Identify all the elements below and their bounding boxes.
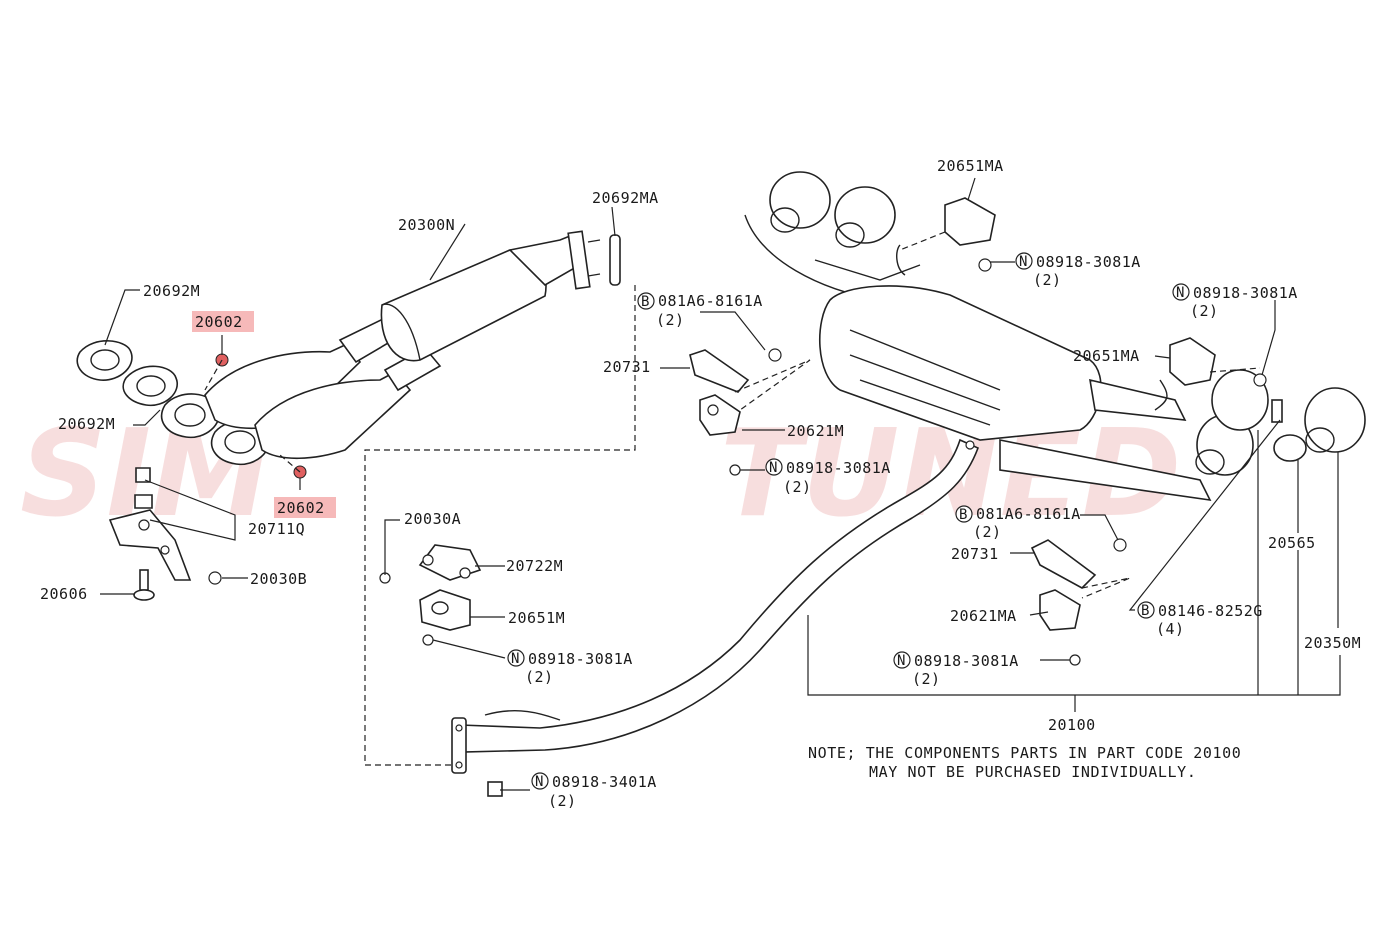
prefix-n-08918-d: N (1176, 285, 1184, 301)
label-20030A: 20030A (404, 510, 461, 528)
prefix-n-08918-c: N (1019, 254, 1027, 270)
label-20350M: 20350M (1304, 634, 1361, 652)
rear-muffler-assembly (744, 171, 1366, 666)
prefix-n-08918-b: N (511, 651, 519, 667)
label-08918-3401A: 08918-3401A (552, 773, 657, 791)
label-08918-3081A-c-qty: (2) (1033, 271, 1062, 289)
label-20722M: 20722M (506, 557, 563, 575)
label-20100: 20100 (1048, 716, 1096, 734)
label-08146-8252G: 08146-8252G (1158, 602, 1263, 620)
highlight-20602-bottom (274, 497, 336, 518)
note-block: NOTE; THE COMPONENTS PARTS IN PART CODE … (808, 744, 1241, 781)
label-20651M: 20651M (508, 609, 565, 627)
label-20692M-left: 20692M (58, 415, 115, 433)
label-081A6-8161A-a: 081A6-8161A (658, 292, 763, 310)
label-08918-3081A-b: 08918-3081A (528, 650, 633, 668)
prefix-b-081A6-a: B (641, 294, 649, 310)
label-081A6-8161A-a-qty: (2) (656, 311, 685, 329)
front-pipe-assembly (76, 230, 621, 601)
label-20731-bottom: 20731 (951, 545, 999, 563)
label-08918-3401A-qty: (2) (548, 792, 577, 810)
prefix-n-08918-e: N (897, 653, 905, 669)
label-20300N: 20300N (398, 216, 455, 234)
label-081A6-8161A-b-qty: (2) (973, 523, 1002, 541)
label-20731-top: 20731 (603, 358, 651, 376)
label-08918-3081A-c: 08918-3081A (1036, 253, 1141, 271)
label-20692MA: 20692MA (592, 189, 659, 207)
label-20621M: 20621M (787, 422, 844, 440)
highlight-20602-top (192, 311, 254, 332)
note-line-1: NOTE; THE COMPONENTS PARTS IN PART CODE … (808, 744, 1241, 762)
prefix-b-08146: B (1141, 603, 1149, 619)
label-20602-top: 20602 (195, 313, 243, 331)
label-081A6-8161A-b: 081A6-8161A (976, 505, 1081, 523)
prefix-n-08918-3401: N (535, 774, 543, 790)
label-20621MA: 20621MA (950, 607, 1017, 625)
label-08918-3081A-d: 08918-3081A (1193, 284, 1298, 302)
prefix-b-081A6-b: B (959, 507, 967, 523)
label-08918-3081A-a: 08918-3081A (786, 459, 891, 477)
label-08918-3081A-d-qty: (2) (1190, 302, 1219, 320)
label-20606: 20606 (40, 585, 88, 603)
prefix-n-08918-a: N (769, 460, 777, 476)
label-08918-3081A-e: 08918-3081A (914, 652, 1019, 670)
label-20692M-top: 20692M (143, 282, 200, 300)
leader-lines (100, 177, 1341, 791)
note-line-2: MAY NOT BE PURCHASED INDIVIDUALLY. (869, 763, 1196, 781)
labels: 20300N 20692MA 20692M 20602 20692M 20602… (40, 157, 1361, 810)
label-20651MA-mid: 20651MA (1073, 347, 1140, 365)
bracket-20731-top (689, 348, 811, 476)
label-20651MA-top: 20651MA (937, 157, 1004, 175)
label-08146-8252G-qty: (4) (1156, 620, 1185, 638)
main-pipe (379, 438, 980, 797)
label-08918-3081A-b-qty: (2) (525, 668, 554, 686)
label-08918-3081A-a-qty: (2) (783, 478, 812, 496)
label-20565: 20565 (1268, 534, 1316, 552)
label-20030B: 20030B (250, 570, 307, 588)
label-20602-bottom: 20602 (277, 499, 325, 517)
label-08918-3081A-e-qty: (2) (912, 670, 941, 688)
label-20711Q: 20711Q (248, 520, 305, 538)
